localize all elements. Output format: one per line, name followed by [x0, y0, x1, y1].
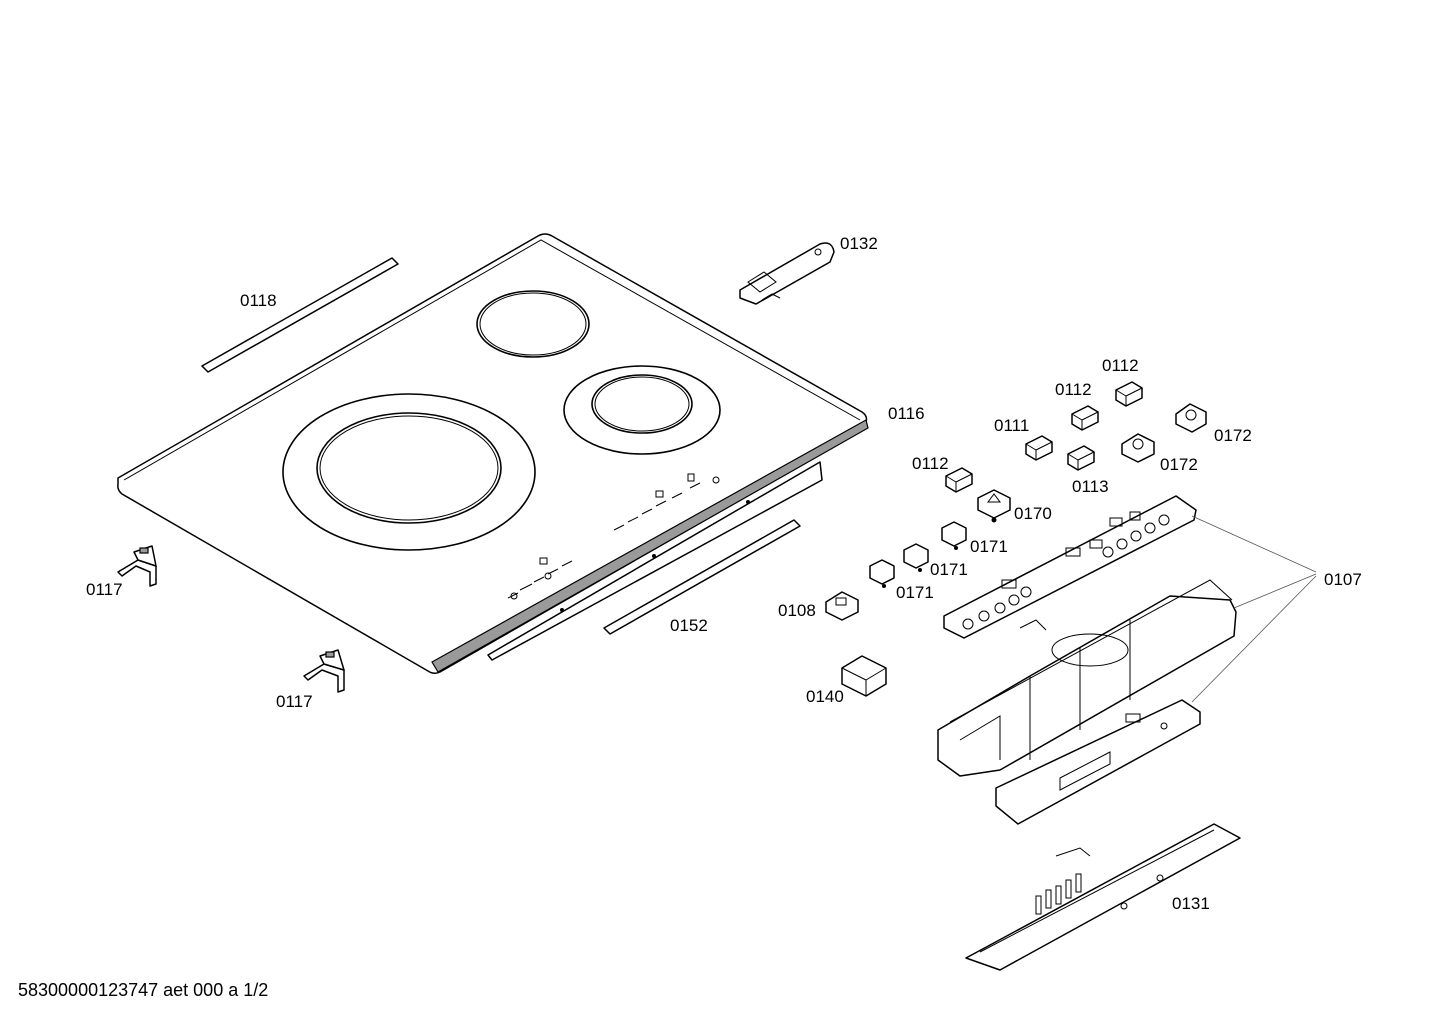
part-labels: 0132 0118 0116 0112 0112 0111 0172 0172 …: [86, 234, 1362, 913]
bracket-0132: [739, 242, 835, 305]
document-footer-id: 58300000123747 aet 000 a 1/2: [18, 980, 269, 1000]
label-0107: 0107: [1324, 570, 1362, 589]
clip-0117-lower: [303, 649, 345, 693]
label-0131: 0131: [1172, 894, 1210, 913]
label-0132: 0132: [840, 234, 878, 253]
control-pcb: [943, 495, 1197, 639]
label-0112-mid: 0112: [1055, 380, 1092, 399]
label-0118: 0118: [240, 291, 277, 310]
connector-cover-0140: [841, 655, 887, 697]
label-0116: 0116: [888, 404, 925, 423]
cooktop-glass-part: [117, 233, 869, 675]
label-0140: 0140: [806, 687, 844, 706]
label-0170: 0170: [1014, 504, 1052, 523]
label-0108: 0108: [778, 601, 816, 620]
seal-strip-0118: [201, 257, 399, 373]
leader-lines-0107: [1191, 515, 1317, 703]
seal-strip-0152: [603, 519, 801, 635]
label-0171-a: 0171: [970, 537, 1008, 556]
label-0117-upper: 0117: [86, 580, 123, 599]
label-0112-top: 0112: [1102, 356, 1139, 375]
label-0172-lower: 0172: [1160, 455, 1198, 474]
label-0172-upper: 0172: [1214, 426, 1252, 445]
label-0112-left: 0112: [912, 454, 949, 473]
button-caps: [825, 381, 1207, 621]
housing-frame: [937, 579, 1237, 777]
label-0171-b: 0171: [930, 560, 968, 579]
label-0117-lower: 0117: [276, 692, 313, 711]
power-board: [995, 699, 1201, 825]
label-0152: 0152: [670, 616, 708, 635]
label-0113: 0113: [1072, 477, 1109, 496]
label-0111: 0111: [994, 416, 1029, 435]
clip-0117-upper: [117, 545, 157, 587]
base-bracket-0131: [965, 823, 1241, 971]
label-0171-c: 0171: [896, 583, 934, 602]
